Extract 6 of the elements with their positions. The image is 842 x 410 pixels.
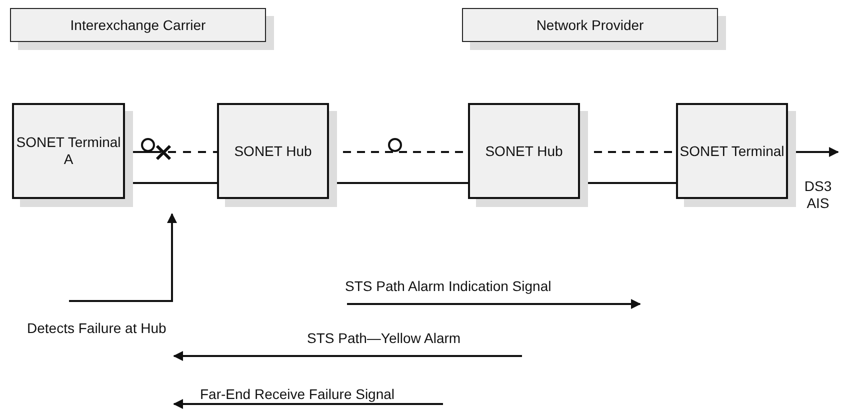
signal-label: STS Path Alarm Indication Signal bbox=[345, 278, 552, 295]
leader-arrow bbox=[69, 213, 177, 302]
signal-label: DS3 AIS bbox=[803, 178, 833, 212]
annotation-text: Detects Failure at Hub bbox=[27, 320, 166, 336]
signal-label: Far-End Receive Failure Signal bbox=[200, 386, 395, 403]
signal-label: STS Path—Yellow Alarm bbox=[307, 330, 461, 347]
